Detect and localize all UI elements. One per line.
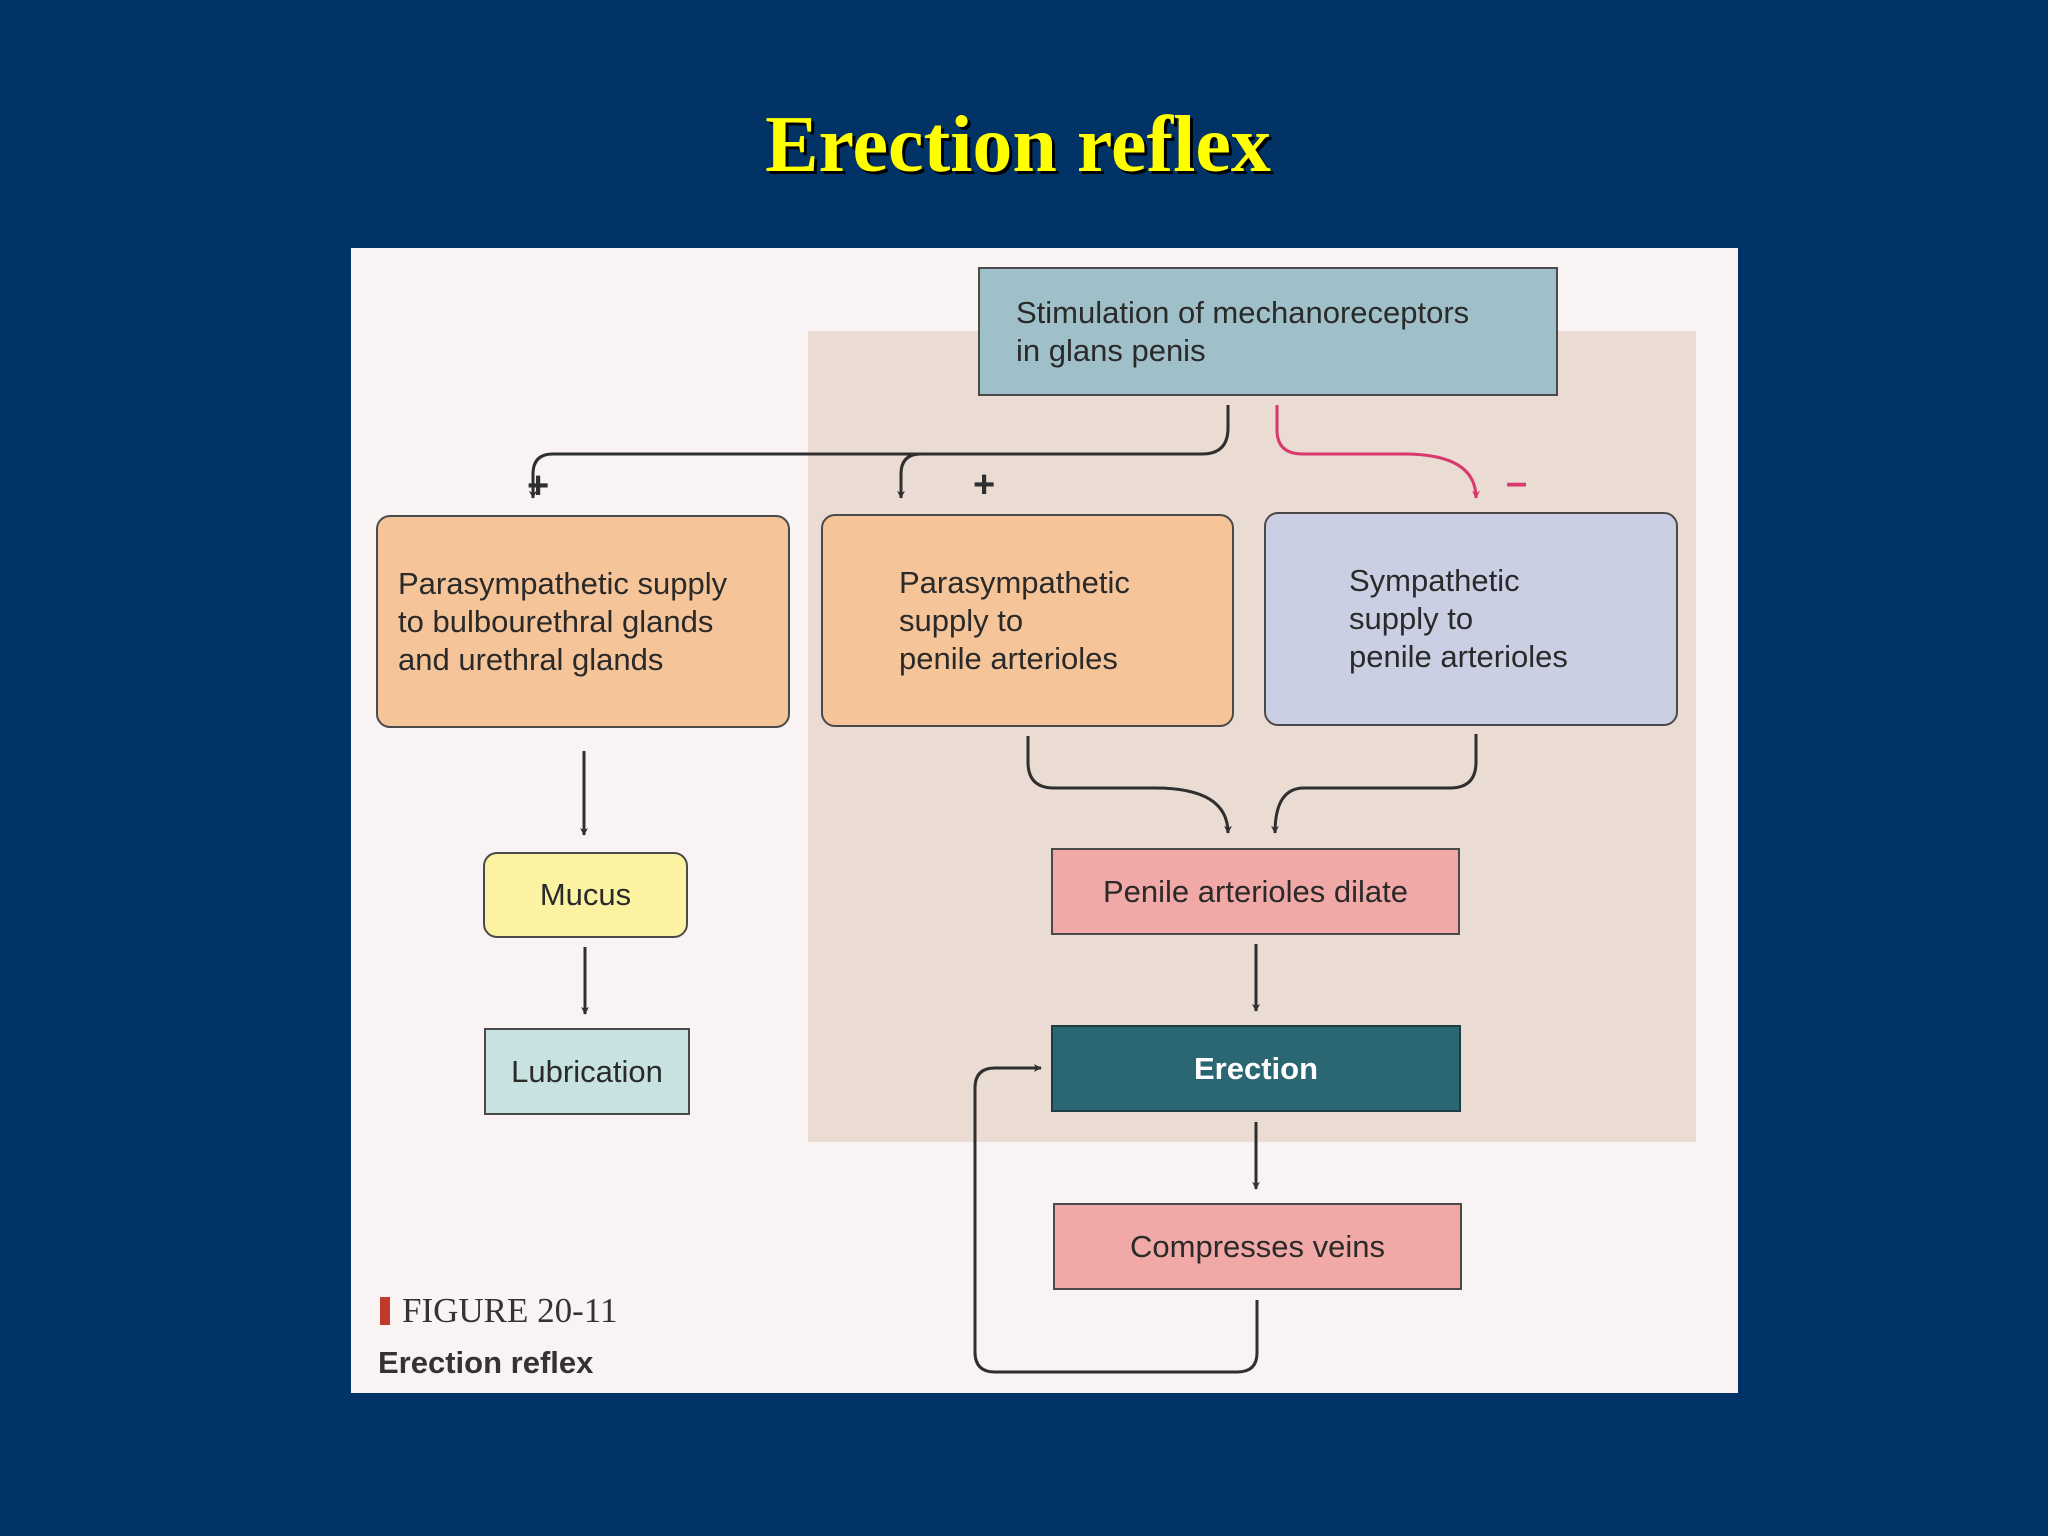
arrow-stimulus-to-sympathetic — [1275, 405, 1480, 499]
caption-marker — [380, 1297, 390, 1325]
node-arterioles-dilate-label: Penile arterioles dilate — [1102, 873, 1408, 909]
node-compresses-veins-label: Compresses veins — [1130, 1228, 1385, 1264]
node-lubrication-label: Lubrication — [511, 1053, 663, 1089]
arrow-veins-feedback — [973, 1064, 1259, 1374]
arrow-stimulus-to-glands — [529, 405, 1230, 499]
excitatory-sign-glands: + — [527, 465, 550, 507]
node-stimulus: Stimulation of mechanoreceptors in glans… — [978, 267, 1558, 396]
figure-caption-label: FIGURE 20-11 — [380, 1291, 618, 1331]
node-para-glands-label: Parasympathetic supply to bulbourethral … — [398, 565, 728, 677]
node-erection-label: Erection — [1193, 1050, 1319, 1086]
excitatory-sign-arterioles: + — [973, 464, 996, 506]
diagram-figure: + + – Stimulation of mechanoreceptors in… — [351, 248, 1738, 1393]
connector-arrows — [529, 405, 1480, 1374]
arrow-stimulus-to-para-arterioles — [897, 452, 922, 499]
node-para-arterioles-label: Parasympathetic supply to penile arterio… — [899, 564, 1130, 676]
figure-number: FIGURE 20-11 — [402, 1291, 618, 1330]
node-arterioles-dilate: Penile arterioles dilate — [1051, 848, 1460, 935]
node-compresses-veins: Compresses veins — [1053, 1203, 1462, 1290]
figure-caption-title: Erection reflex — [378, 1345, 594, 1380]
node-para-arterioles: Parasympathetic supply to penile arterio… — [821, 514, 1234, 727]
node-lubrication: Lubrication — [484, 1028, 690, 1115]
arrow-symp-to-dilate — [1271, 734, 1478, 834]
node-erection: Erection — [1051, 1025, 1461, 1112]
node-para-glands: Parasympathetic supply to bulbourethral … — [376, 515, 790, 728]
node-stimulus-label: Stimulation of mechanoreceptors in glans… — [1016, 294, 1470, 368]
node-mucus-label: Mucus — [539, 877, 632, 912]
inhibitory-sign-sympathetic: – — [1506, 462, 1528, 504]
node-symp-arterioles: Sympathetic supply to penile arterioles — [1264, 512, 1678, 726]
node-mucus: Mucus — [483, 852, 688, 938]
arrow-para-to-dilate — [1026, 736, 1232, 834]
node-symp-arterioles-label: Sympathetic supply to penile arterioles — [1349, 563, 1568, 674]
slide-title: Erection reflex — [765, 101, 1271, 189]
